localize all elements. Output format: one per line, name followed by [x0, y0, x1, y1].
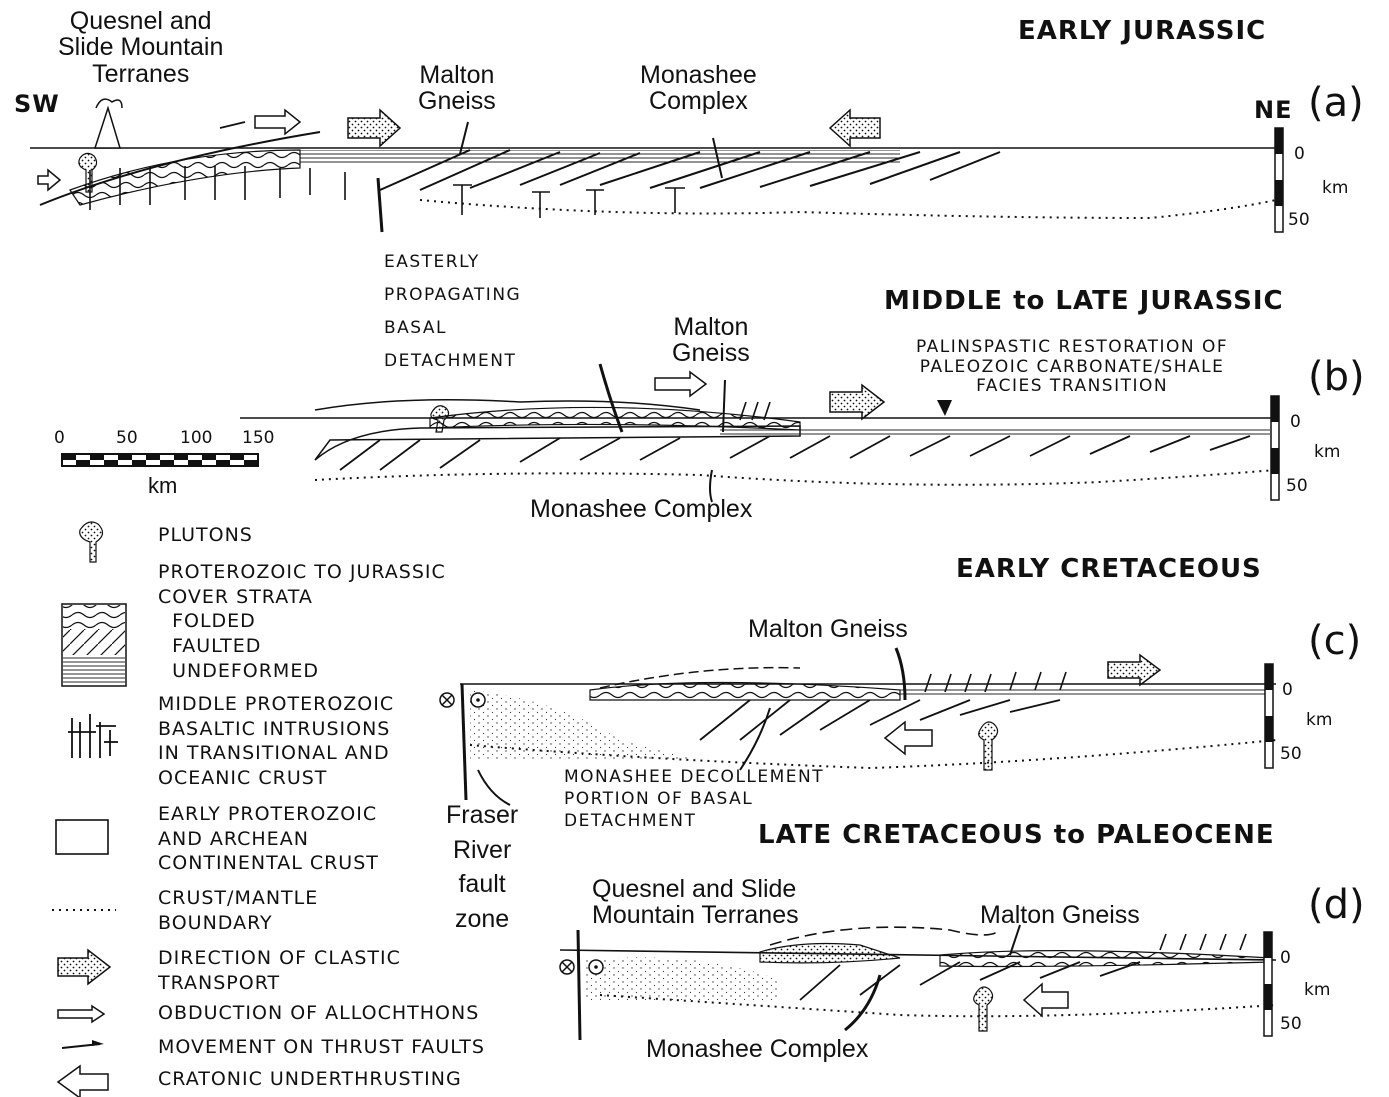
stippled-arrow-icon: [58, 950, 110, 984]
underthrust-arrow-d: [1024, 984, 1068, 1016]
underthrust-arrow-c: [885, 722, 932, 754]
panel-b-letter: (b): [1308, 356, 1365, 398]
scale-unit: km: [148, 474, 177, 497]
clastic-arrow-c: [1108, 655, 1160, 685]
panel-c-depth-bottom: 50: [1280, 746, 1302, 764]
panel-a-depth-top: 0: [1294, 146, 1305, 164]
panel-b-malton-label: Malton Gneiss: [672, 314, 750, 367]
scale-tick-0: 0: [54, 430, 65, 448]
thin-open-arrow-icon: [58, 1006, 104, 1022]
legend-basaltic-intrusions: MIDDLE PROTEROZOIC BASALTIC INTRUSIONS I…: [158, 692, 394, 791]
panel-a-detachment-label: EASTERLY PROPAGATING BASAL DETACHMENT: [384, 246, 521, 379]
panel-a-letter: (a): [1308, 82, 1364, 124]
panel-b-depth-unit: km: [1314, 444, 1340, 462]
scale-tick-100: 100: [180, 430, 212, 448]
legend-clastic-transport: DIRECTION OF CLASTIC TRANSPORT: [158, 946, 401, 995]
panel-a-terranes-label: Quesnel and Slide Mountain Terranes: [58, 8, 223, 87]
legend-obduction: OBDUCTION OF ALLOCHTHONS: [158, 1004, 479, 1024]
panel-c-stage-title: EARLY CRETACEOUS: [956, 556, 1262, 583]
clastic-arrow-b: [830, 385, 884, 419]
sw-label: SW: [14, 92, 60, 117]
panel-c-depth-top: 0: [1282, 682, 1293, 700]
pluton-icon: [80, 522, 103, 562]
ne-label: NE: [1254, 98, 1292, 123]
open-arrow-icon: [58, 1066, 108, 1097]
depth-bars: [1264, 128, 1283, 1036]
scale-tick-50: 50: [116, 430, 138, 448]
panel-a-depth-bottom: 50: [1288, 212, 1310, 230]
panel-a-malton-label: Malton Gneiss: [418, 62, 496, 115]
continental-crust-icon: [56, 820, 108, 854]
panel-a-monashee-label: Monashee Complex: [640, 62, 757, 115]
panel-d-depth-bottom: 50: [1280, 1016, 1302, 1034]
panel-a-depth-unit: km: [1322, 180, 1348, 198]
panel-b-depth-bottom: 50: [1286, 478, 1308, 496]
panel-a-section: [30, 99, 1276, 232]
legend-cratonic-underthrusting: CRATONIC UNDERTHRUSTING: [158, 1070, 462, 1090]
panel-a-stage-title: EARLY JURASSIC: [1018, 18, 1266, 45]
panel-d-monashee-label: Monashee Complex: [646, 1036, 868, 1062]
panel-d-depth-top: 0: [1280, 950, 1291, 968]
panel-c-depth-unit: km: [1306, 712, 1332, 730]
panel-d-stage-title: LATE CRETACEOUS to PALEOCENE: [758, 822, 1275, 849]
scale-tick-150: 150: [242, 430, 274, 448]
legend-thrust-faults: MOVEMENT ON THRUST FAULTS: [158, 1038, 485, 1058]
scale-bar-graphic: [62, 454, 258, 466]
panel-b-monashee-label: Monashee Complex: [530, 496, 752, 522]
panel-d-section: [560, 925, 1276, 1040]
underthrust-arrow-a: [830, 110, 880, 146]
legend-plutons: PLUTONS: [158, 526, 253, 546]
basaltic-intrusion-icon: [68, 714, 118, 758]
panel-d-letter: (d): [1308, 884, 1365, 926]
panel-c-letter: (c): [1308, 620, 1361, 662]
legend-cover-strata: PROTEROZOIC TO JURASSIC COVER STRATA FOL…: [158, 560, 446, 683]
cover-strata-icon: [62, 604, 126, 686]
obduction-arrow-b: [655, 372, 706, 396]
panel-c-fraser-label: Fraser River fault zone: [446, 798, 518, 936]
legend-crust-mantle: CRUST/MANTLE BOUNDARY: [158, 886, 318, 935]
panel-b-depth-top: 0: [1290, 414, 1301, 432]
legend-continental-crust: EARLY PROTEROZOIC AND ARCHEAN CONTINENTA…: [158, 802, 379, 876]
craton-arrow-a: [38, 170, 60, 190]
obduction-arrow-a: [255, 110, 300, 134]
half-arrow-icon: [62, 1040, 104, 1048]
panel-c-malton-label: Malton Gneiss: [748, 616, 908, 642]
panel-d-depth-unit: km: [1304, 982, 1330, 1000]
clastic-arrow-a: [348, 110, 400, 146]
panel-b-stage-title: MIDDLE to LATE JURASSIC: [884, 288, 1284, 315]
panel-d-terranes-label: Quesnel and Slide Mountain Terranes: [592, 876, 799, 929]
panel-d-malton-label: Malton Gneiss: [980, 902, 1140, 928]
legend-icons: [52, 522, 126, 1097]
panel-b-palinspastic-label: PALINSPASTIC RESTORATION OF PALEOZOIC CA…: [916, 338, 1228, 397]
